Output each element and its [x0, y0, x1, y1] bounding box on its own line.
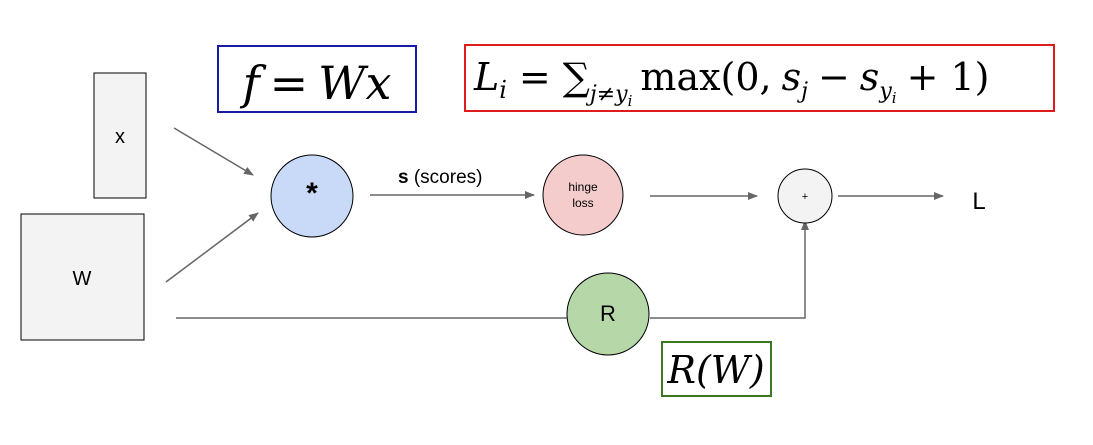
- f-formula-box: f=Wx: [217, 45, 417, 113]
- regularization-formula-box: R(W): [661, 341, 772, 397]
- plus-node: +: [777, 168, 833, 224]
- hinge-label-line2: loss: [572, 196, 593, 210]
- input-x-box: x: [93, 72, 147, 199]
- edge-x-to-multiply: [173, 127, 254, 176]
- regularizer-label: R: [600, 301, 616, 326]
- multiply-node: *: [270, 154, 354, 238]
- edge-regularizer-to-plus: [650, 220, 809, 319]
- hinge-label-line1: hinge: [568, 180, 598, 194]
- hinge-loss-formula-box: Li=∑j≠yimax(0,sj−syi+ 1): [464, 44, 1055, 112]
- edge-w-to-multiply: [165, 212, 259, 283]
- hinge-loss-node: hinge loss: [542, 154, 624, 236]
- multiply-symbol: *: [306, 177, 318, 210]
- input-w-label: W: [73, 268, 92, 290]
- scores-edge-label: s (scores): [398, 167, 482, 188]
- output-loss-label: L: [972, 188, 985, 215]
- regularization-formula: R(W): [666, 348, 764, 392]
- plus-symbol: +: [802, 191, 808, 203]
- input-x-label: x: [115, 126, 125, 148]
- hinge-loss-formula: Li=∑j≠yimax(0,sj−syi+ 1): [473, 55, 989, 110]
- f-formula: f=Wx: [240, 56, 392, 110]
- input-w-box: W: [20, 213, 145, 341]
- regularizer-node: R: [566, 272, 650, 356]
